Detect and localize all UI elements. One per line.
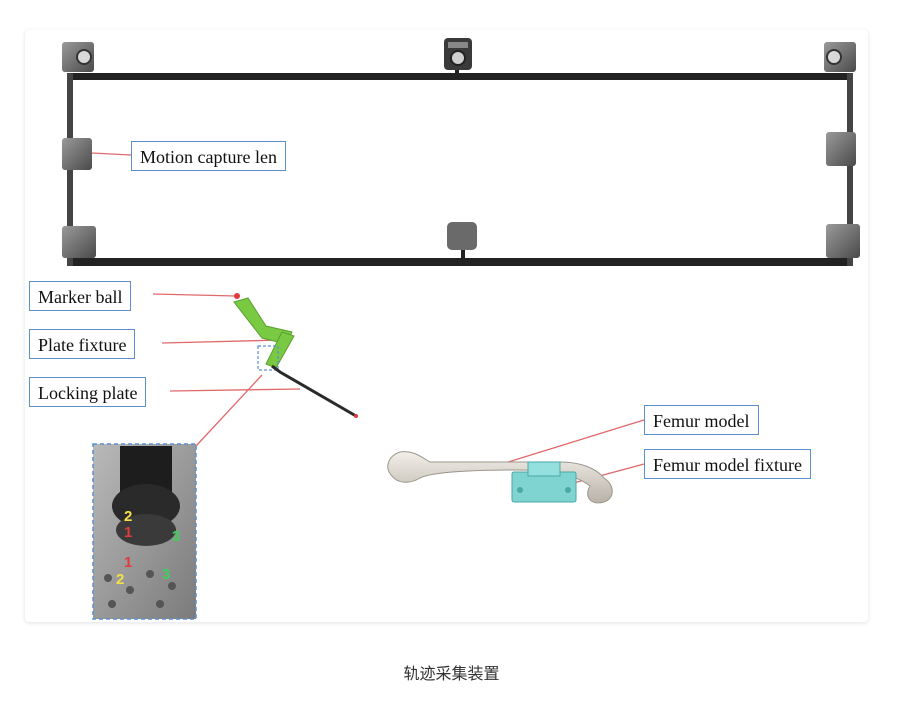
camera-top-center-icon xyxy=(444,38,472,70)
label-marker-ball: Marker ball xyxy=(29,281,132,311)
inset-number-bottom-2: 2 xyxy=(116,571,124,588)
femur-fixture-icon xyxy=(511,461,577,503)
camera-top-right-icon xyxy=(824,42,856,72)
plate-tip-marker xyxy=(354,414,358,418)
frame-bottom-bar xyxy=(70,258,852,266)
inset-number-bottom-3: 3 xyxy=(162,566,170,583)
green-fixture-arm xyxy=(233,297,293,345)
leader-inset xyxy=(195,374,263,447)
inset-number-bottom-1: 1 xyxy=(124,554,132,571)
label-plate-fixture: Plate fixture xyxy=(29,329,136,359)
camera-mid-right-icon xyxy=(826,132,856,166)
camera-top-left-icon xyxy=(62,42,94,72)
label-femur-model: Femur model xyxy=(644,405,759,435)
frame-top-bar xyxy=(70,73,852,80)
leader-plate-fixture xyxy=(161,339,283,344)
top-mount xyxy=(455,66,459,76)
leader-lines xyxy=(91,152,645,493)
frame-right-post xyxy=(847,73,853,266)
inset-number-top-2: 2 xyxy=(124,508,132,525)
femur-model-icon xyxy=(387,451,613,504)
camera-bottom-left-icon xyxy=(62,226,96,258)
camera-mid-left-icon xyxy=(62,138,92,170)
camera-bottom-right-icon xyxy=(826,224,860,258)
leader-locking-plate xyxy=(169,388,301,392)
label-femur-fixture: Femur model fixture xyxy=(644,449,811,479)
figure-caption: 轨迹采集装置 xyxy=(403,664,500,683)
locking-plate-icon xyxy=(271,364,357,418)
marker-ball-icon xyxy=(234,293,240,299)
motion-capture-cameras xyxy=(62,38,860,258)
inset-number-top-3: 3 xyxy=(172,528,180,545)
leader-marker-ball xyxy=(152,293,237,297)
inset-photo: 2 1 3 1 2 3 xyxy=(92,443,197,620)
plate-fixture-assembly xyxy=(233,293,358,418)
label-motion-capture: Motion capture len xyxy=(131,141,286,171)
inset-number-top-1: 1 xyxy=(124,524,132,541)
leader-femur-model xyxy=(491,419,645,468)
inset-marker-box xyxy=(257,345,279,371)
camera-bottom-center-icon xyxy=(447,222,477,250)
bottom-mount xyxy=(461,246,465,260)
leader-motion-capture xyxy=(91,152,132,156)
label-locking-plate: Locking plate xyxy=(29,377,147,407)
